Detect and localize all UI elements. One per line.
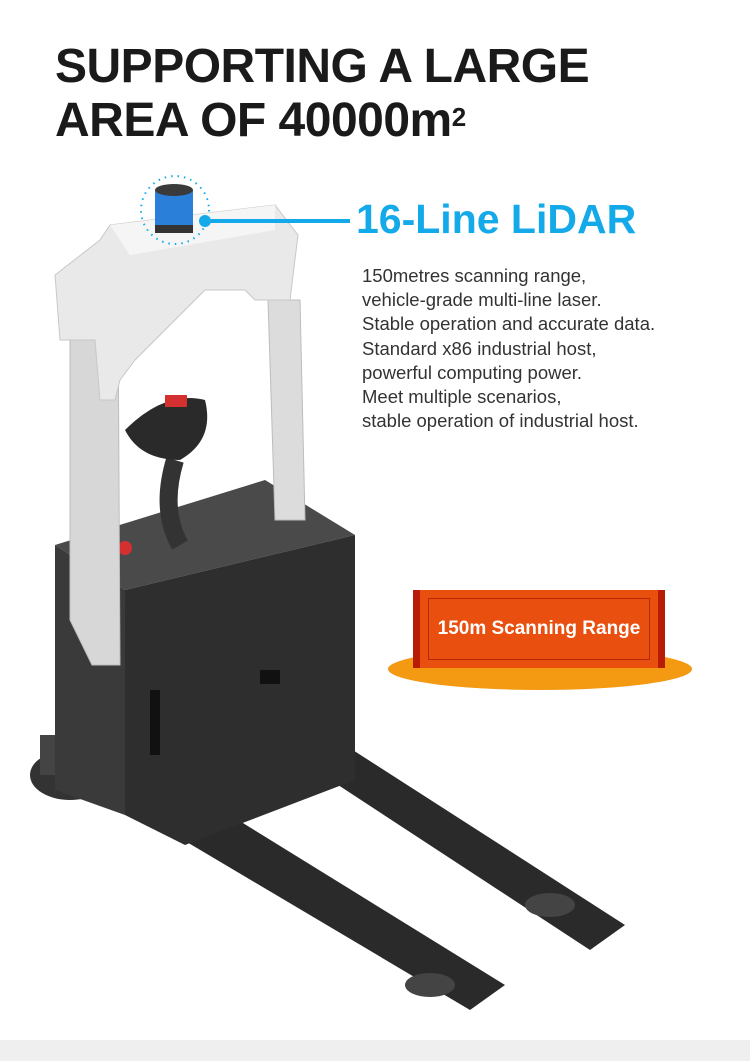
- badge-label: 150m Scanning Range: [428, 598, 650, 660]
- unit-superscript: 2: [451, 102, 466, 132]
- lidar-scan-ring: [140, 175, 210, 245]
- title-line-1: SUPPORTING A LARGE: [55, 40, 590, 93]
- description-line: powerful computing power.: [362, 361, 583, 383]
- lidar-description: 150metres scanning range, vehicle-grade …: [362, 264, 655, 433]
- description-line: stable operation of industrial host.: [362, 410, 639, 432]
- scanning-range-badge: 150m Scanning Range: [388, 588, 692, 692]
- lidar-label: 16-Line LiDAR: [356, 196, 637, 242]
- bottom-divider: [0, 1040, 750, 1061]
- description-line: vehicle-grade multi-line laser.: [362, 289, 602, 311]
- badge-box: 150m Scanning Range: [413, 590, 665, 668]
- description-line: 150metres scanning range,: [362, 265, 587, 286]
- page-title: SUPPORTING A LARGE AREA OF 40000m2: [55, 40, 590, 148]
- truck-body-front: [125, 535, 355, 845]
- description-line: Meet multiple scenarios,: [362, 386, 562, 408]
- fork-left: [175, 815, 505, 1010]
- title-line-2: AREA OF 40000m2: [55, 94, 589, 148]
- lidar-pointer-dot: [199, 215, 211, 227]
- title-line-2-text: AREA OF 40000m: [55, 94, 452, 147]
- description-line: Standard x86 industrial host,: [362, 337, 597, 359]
- mast-right-leg: [267, 299, 306, 521]
- description-line: Stable operation and accurate data.: [362, 313, 656, 335]
- lidar-sensor: [155, 190, 193, 230]
